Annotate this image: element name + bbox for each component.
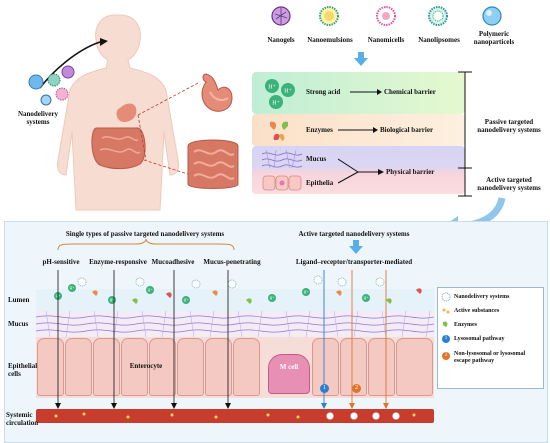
legend-active-substances: Active substances [454,308,500,314]
epithelial-cell [368,338,395,396]
epithelial-cells-label: Epithelial cells [8,362,38,378]
legend [437,287,544,389]
nanoparticle-type-label: Nanomicells [367,36,405,44]
ligand-mediated-label: Ligand–receptor/transporter-mediated [295,258,413,266]
epithelial-cell [37,338,64,396]
arrow-right-icon [338,127,378,133]
lumen-label: Lumen [8,296,30,304]
svg-text:H⁺: H⁺ [272,100,280,107]
m-cell [268,354,310,394]
mucus-network-icon [262,150,302,168]
legend-escape: Non-lysosomal or lysosomal escape pathwa… [454,351,526,364]
passive-section-title: Single types of passive targeted nanodel… [65,230,225,238]
physical-barrier-label: Physical barrier [386,168,435,176]
escape-pathway-marker: 2 [352,384,361,393]
enterocyte-label: Enterocyte [129,362,163,370]
nanoparticle-type-label: Nanolipsomes [418,36,460,44]
active-section-title: Active targeted nanodelivery systems [298,230,410,238]
svg-text:H⁺: H⁺ [148,288,153,293]
brace-line [57,238,235,251]
lysosomal-pathway-marker: 1 [320,384,329,393]
epithelial-cell [205,338,232,396]
mucoadhesive-label: Mucoadhesive [151,258,195,266]
biological-barrier-label: Biological barrier [380,126,434,134]
svg-text:H⁺: H⁺ [184,298,189,303]
stomach-illustration [201,73,233,112]
down-arrow-icon [349,240,363,254]
active-substance-legend-icon [442,308,450,314]
epithelial-cell [121,338,148,396]
svg-text:H⁺: H⁺ [284,88,292,95]
legend-nanodelivery: Nanodelivery systems [454,294,510,300]
converge-arrow-icon [338,158,384,184]
systemic-circulation-label: Systemic circulation [6,411,39,427]
m-cell-label: M cell [279,363,299,371]
mucus-mesh [36,311,434,337]
transport-arrows [55,270,389,409]
legend-lysosomal: Lysosomal pathway [454,336,505,342]
chemical-barrier-label: Chemical barrier [384,88,436,96]
mucus-layer-label: Mucus [8,320,29,328]
bracket-line [458,71,472,197]
epithelial-cell [177,338,204,396]
legend-enzymes: Enzymes [454,322,477,328]
hydrogen-ion-icon: H⁺ H⁺ H⁺ [265,79,295,109]
intestine-illustration [187,139,239,189]
arrow-right-icon [350,89,382,95]
nanogel-icon [271,6,291,26]
enzyme-legend-icon [443,321,448,327]
svg-text:H⁺: H⁺ [270,296,275,301]
human-body-figure [28,14,201,211]
epithelial-cell [93,338,120,396]
nanoparticle-type-label: Polymeric nanoparticels [473,30,515,46]
ph-sensitive-label: pH-sensitive [42,258,80,266]
blood-vessel [36,409,434,423]
svg-text:H⁺: H⁺ [268,84,276,91]
passive-targeted-label: Passive targeted nanodelivery systems [477,118,541,134]
svg-text:H⁺: H⁺ [364,296,369,301]
epithelia-label: Epithelia [306,179,334,187]
strong-acid-label: Strong acid [306,88,341,96]
blood-particles [54,412,416,420]
nanodelivery-legend-icon [441,292,451,302]
svg-text:H⁺: H⁺ [70,286,75,291]
down-arrow-icon [354,52,368,66]
epithelia-cell-icon [262,175,302,191]
nanoemulsion-icon [319,6,339,26]
polymeric-nanoparticle-icon [482,6,502,26]
escape-legend-marker: 2 [442,352,450,360]
lysosomal-legend-marker: 1 [442,335,450,343]
svg-text:H⁺: H⁺ [110,298,115,303]
enzyme-icon [270,121,288,141]
nanoparticle-type-label: Nanogels [267,36,295,44]
nanoliposome-icon [428,6,448,26]
mucus-penetrating-label: Mucus-penetrating [203,258,261,266]
epithelial-cell [65,338,92,396]
epithelial-cell [396,338,433,396]
enzyme-responsive-label: Enzyme-responsive [89,258,147,266]
epithelial-cell [149,338,176,396]
nanomicelle-icon [376,6,396,26]
lumen-layer [36,289,434,311]
epithelial-cell [233,338,260,396]
active-targeted-label: Active targeted nanodelivery systems [477,176,541,192]
enzymes-label: Enzymes [306,126,333,134]
mucus-label: Mucus [306,155,327,163]
nanoparticle-type-label: Nanoemulsions [307,36,353,44]
svg-text:H⁺: H⁺ [304,290,309,295]
nanodelivery-systems-label: Nanodelivery systems [17,110,59,126]
